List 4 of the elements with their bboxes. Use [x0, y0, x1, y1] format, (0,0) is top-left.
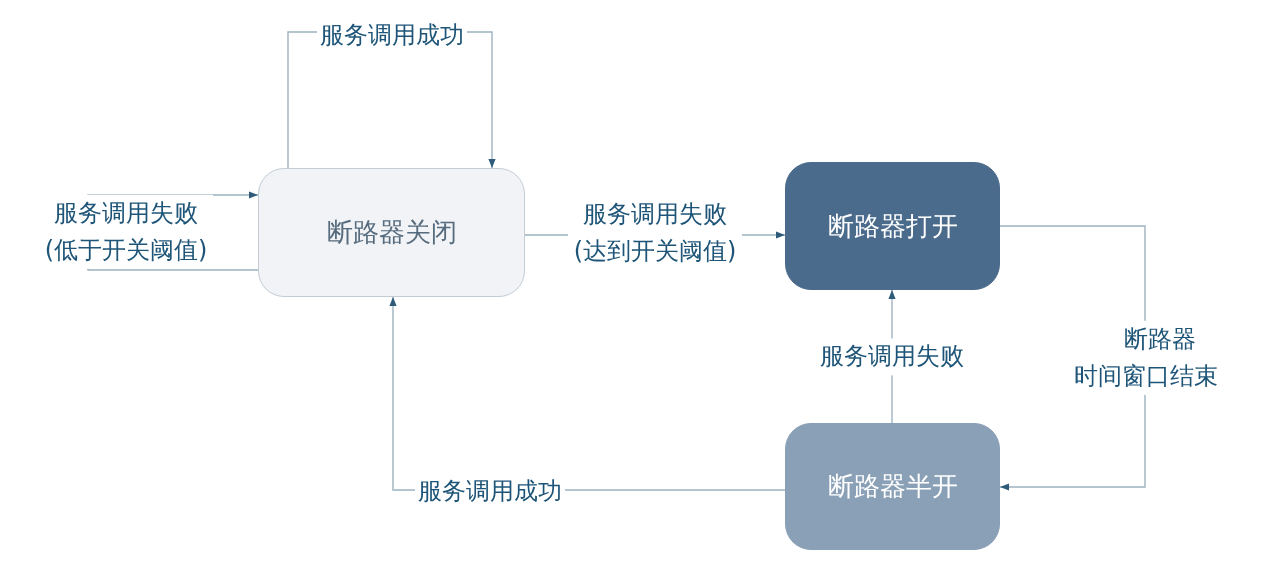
state-box: 断路器打开	[785, 162, 1000, 290]
edge-label: 服务调用失败	[817, 338, 967, 376]
state-box: 断路器半开	[785, 423, 1000, 550]
state-box: 断路器关闭	[258, 168, 525, 297]
